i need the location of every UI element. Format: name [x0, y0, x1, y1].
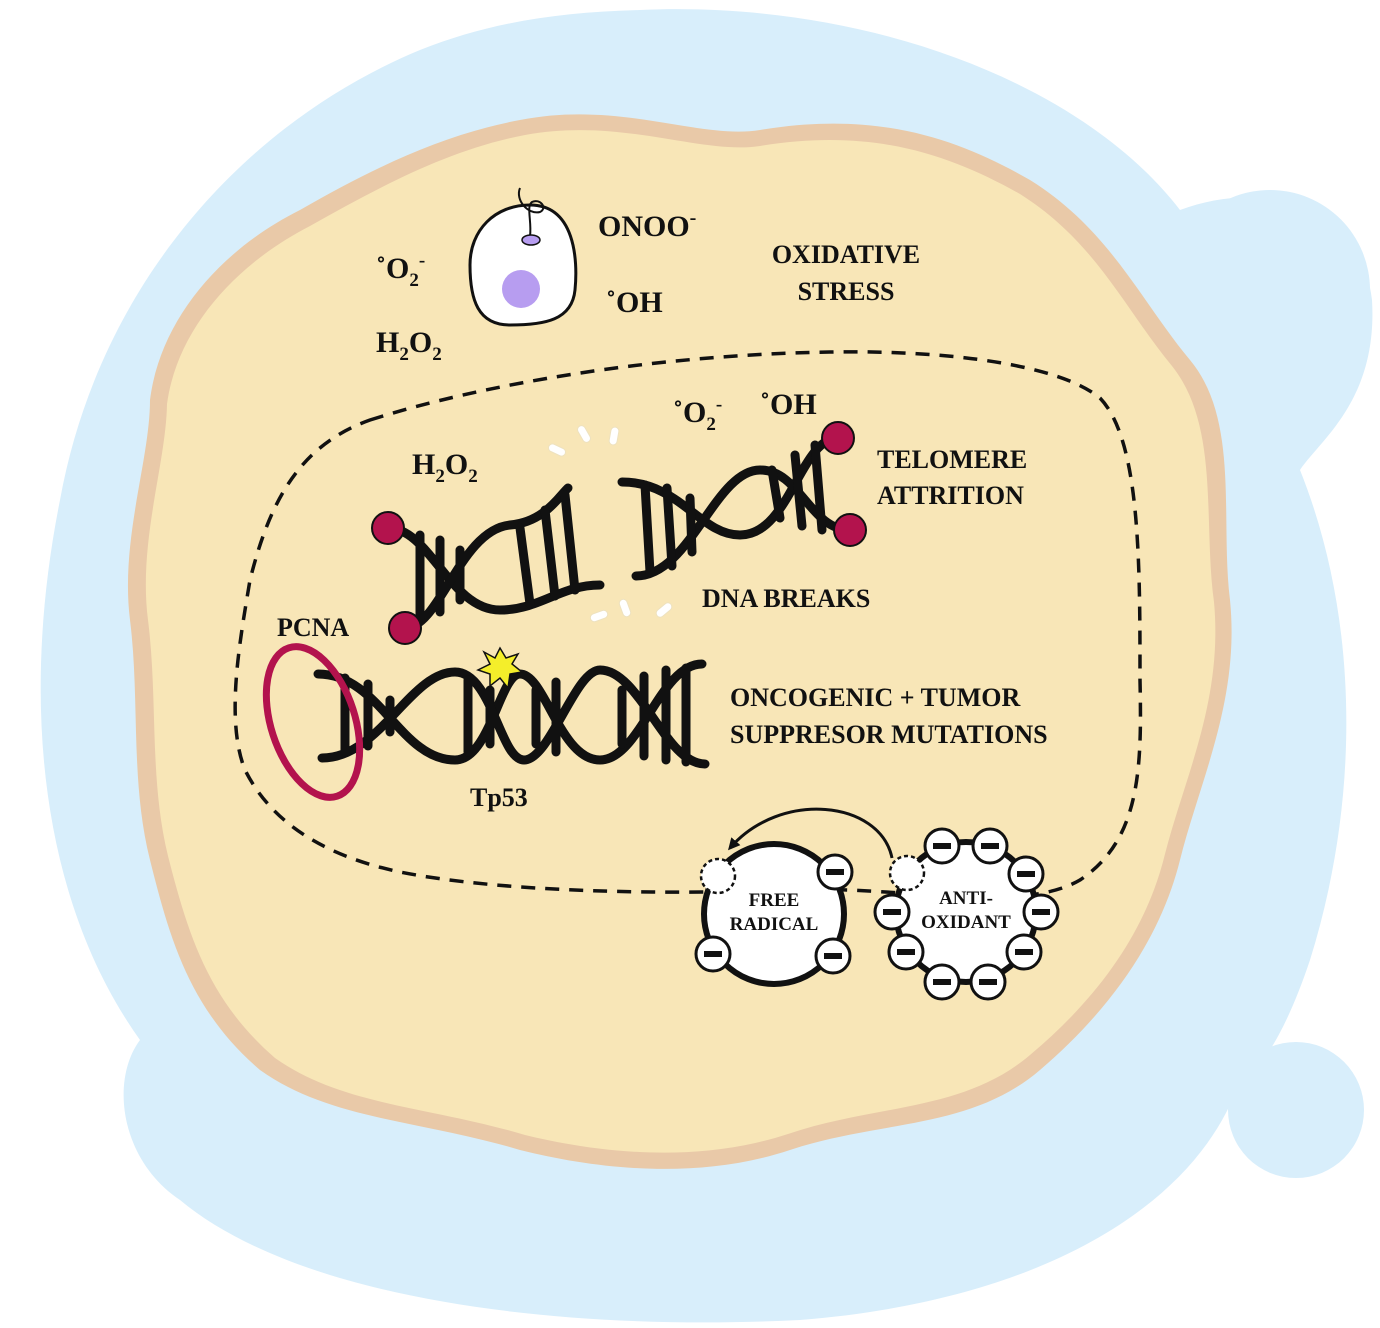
- mutations-line2: SUPPRESOR MUTATIONS: [730, 720, 1048, 749]
- telomere-cap-icon: [821, 421, 855, 455]
- ros-labels-cytoplasm: ONOO- ˚O2- ˚OH H2O2 OXIDATIVE STRESS: [376, 207, 920, 365]
- dna-backbone: [400, 483, 573, 633]
- electron-minus: [933, 843, 951, 849]
- dna-rung: [685, 493, 697, 557]
- electron-minus: [981, 843, 999, 849]
- missing-electron-slot: [699, 857, 737, 895]
- dna-helix-icon-broken-left: [383, 483, 605, 633]
- oxidative-stress-title-line1: OXIDATIVE: [772, 240, 920, 269]
- electron-minus: [824, 953, 842, 959]
- ros-labels-nucleus: ˚O2- ˚OH H2O2: [412, 388, 817, 487]
- break-mark: [577, 425, 591, 443]
- nucleus-text-labels: TELOMERE ATTRITION DNA BREAKS PCNA Tp53 …: [277, 445, 1048, 812]
- mitochondrion-cell-icon: [468, 187, 578, 327]
- organelle-flagellum: [517, 187, 545, 237]
- nucleus-superoxide-label: ˚O2-: [673, 394, 722, 435]
- telomere-attrition-line1: TELOMERE: [877, 445, 1027, 474]
- electron-transfer-arrow-icon: [728, 807, 894, 859]
- free-radical-electrons: [694, 853, 854, 975]
- dna-backbone: [313, 659, 707, 765]
- antioxidant-icon: ANTI- OXIDANT: [873, 827, 1060, 1001]
- dna-rung: [515, 523, 535, 609]
- dna-rung: [810, 440, 827, 535]
- dna-rung: [540, 505, 560, 601]
- dna-helix-icon-broken-right: [617, 433, 855, 581]
- antioxidant-electrons: [873, 827, 1060, 1001]
- organelle-nucleus: [502, 270, 540, 308]
- onoo-label: ONOO-: [598, 207, 696, 243]
- outer-bubble-topright: [1170, 190, 1370, 390]
- dna-rung: [560, 490, 580, 595]
- pcna-label: PCNA: [277, 613, 349, 642]
- donated-electron-slot: [888, 854, 926, 892]
- electron-minus: [897, 949, 915, 955]
- break-mark: [608, 426, 620, 446]
- electron-minus: [1017, 871, 1035, 877]
- electron-minus: [883, 909, 901, 915]
- electron-minus: [826, 869, 844, 875]
- tp53-label: Tp53: [470, 783, 528, 812]
- dna-rung: [767, 465, 785, 523]
- nucleus-hydrogen-peroxide-label: H2O2: [412, 448, 478, 487]
- telomere-cap-icon: [371, 511, 405, 545]
- oxidative-stress-title-line2: STRESS: [798, 277, 895, 306]
- electron-minus: [1015, 949, 1033, 955]
- dna-breaks-label: DNA BREAKS: [702, 584, 870, 613]
- pcna-ring-icon: [262, 643, 364, 801]
- dna-rung: [662, 483, 677, 571]
- superoxide-label: ˚O2-: [376, 250, 425, 291]
- nucleus-hydroxyl-label: ˚OH: [760, 388, 817, 421]
- telomere-cap-icon: [833, 513, 867, 547]
- outer-bubble-right: [1228, 1042, 1364, 1178]
- dna-break-marks: [547, 425, 673, 623]
- break-mark: [618, 598, 632, 618]
- dna-helix-icon-full: [313, 659, 710, 769]
- electron-minus: [979, 979, 997, 985]
- free-radical-label-line1: FREE: [749, 890, 800, 911]
- telomere-cap-icon: [388, 611, 422, 645]
- telomere-attrition-line2: ATTRITION: [877, 481, 1024, 510]
- hydrogen-peroxide-label: H2O2: [376, 326, 442, 365]
- free-radical-label-line2: RADICAL: [730, 914, 819, 935]
- free-radical-icon: FREE RADICAL: [694, 841, 854, 987]
- break-mark: [547, 443, 567, 457]
- mutation-star-icon: [476, 646, 524, 690]
- hydroxyl-label: ˚OH: [606, 286, 663, 319]
- antioxidant-label-line1: ANTI-: [939, 888, 993, 909]
- dna-rung: [790, 450, 807, 531]
- organelle-body: [468, 203, 578, 327]
- break-mark: [655, 602, 673, 618]
- electron-minus: [1032, 909, 1050, 915]
- electron-minus: [933, 979, 951, 985]
- dna-backbone: [317, 665, 710, 769]
- free-radical-body: [701, 841, 847, 987]
- dna-rung: [640, 480, 655, 577]
- mutations-line1: ONCOGENIC + TUMOR: [730, 683, 1020, 712]
- antioxidant-label-line2: OXIDANT: [921, 912, 1011, 933]
- organelle-vesicle: [521, 234, 541, 246]
- electron-minus: [704, 951, 722, 957]
- break-mark: [589, 609, 609, 623]
